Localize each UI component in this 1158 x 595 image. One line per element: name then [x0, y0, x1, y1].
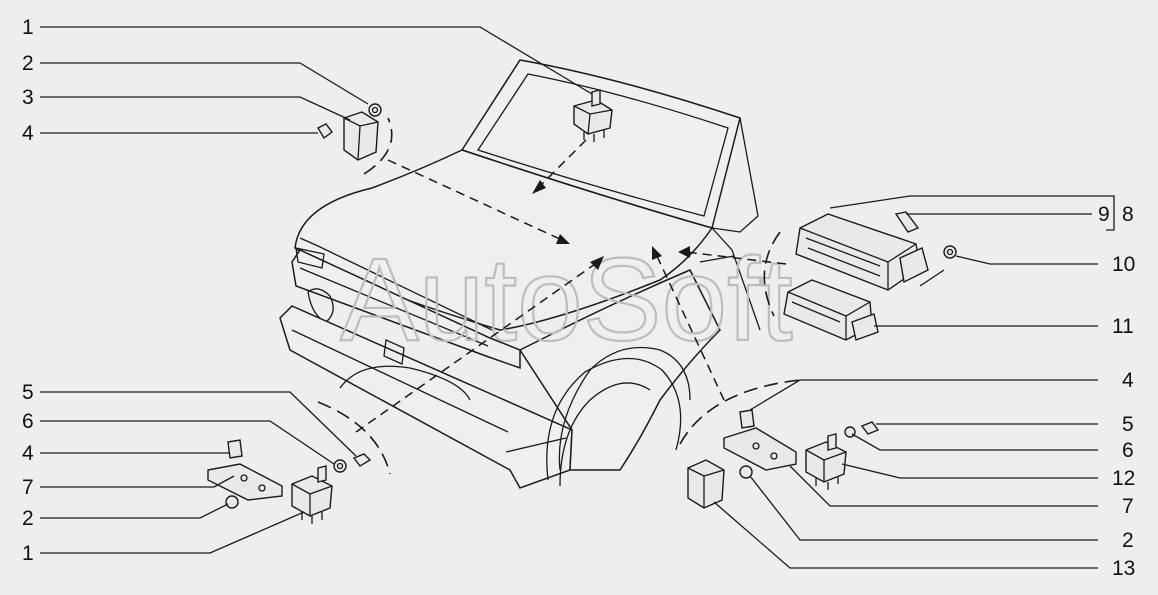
callout-label: 6 [1122, 439, 1134, 462]
callout-label: 4 [1122, 369, 1134, 392]
relay-top [573, 89, 613, 142]
callout-label: 2 [22, 52, 34, 75]
callout-label: 4 [22, 122, 34, 145]
assembly-arrows [355, 139, 787, 433]
relay-group-right [687, 409, 880, 509]
control-module-top-left [317, 103, 382, 161]
callout-label: 8 [1122, 203, 1134, 226]
callout-label: 1 [22, 542, 34, 565]
car-body [279, 59, 761, 489]
callout-label: 10 [1112, 253, 1135, 276]
fuse-box-lower [783, 279, 879, 341]
callout-label: 2 [1122, 529, 1134, 552]
callouts-right: 9 8 10 11 4 5 6 12 7 2 13 [1098, 203, 1135, 580]
callout-label: 4 [22, 442, 34, 465]
callout-label: 13 [1112, 557, 1135, 580]
leader-lines [40, 26, 1115, 569]
fuse-box-upper [795, 211, 957, 291]
callout-label: 7 [1122, 495, 1134, 518]
callouts-left: 1 2 3 4 5 6 4 7 2 1 [22, 16, 34, 565]
fuse-box-link [919, 269, 945, 287]
watermark: AutoSoft [340, 234, 793, 366]
callout-label: 9 [1098, 203, 1110, 226]
relay-group-left [207, 439, 372, 524]
location-arcs [317, 117, 801, 475]
callout-label: 11 [1112, 315, 1134, 338]
callout-label: 1 [22, 16, 34, 39]
callout-label: 7 [22, 476, 34, 499]
callout-label: 2 [22, 507, 34, 530]
callout-label: 6 [22, 410, 34, 433]
callout-label: 5 [1122, 413, 1134, 436]
callout-label: 3 [22, 86, 34, 109]
callout-label: 12 [1112, 467, 1135, 490]
callout-label: 5 [22, 381, 34, 404]
